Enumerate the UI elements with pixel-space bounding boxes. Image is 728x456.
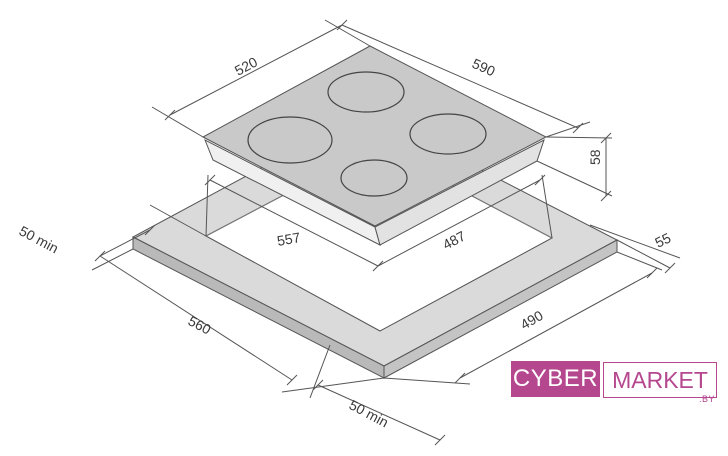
dim-line-490: [459, 272, 653, 379]
label-worktop-width: 560: [186, 313, 214, 338]
ext-line-557-a: [205, 174, 209, 237]
logo-market: MARKET: [603, 362, 717, 398]
label-worktop-thickness: 55: [652, 229, 673, 250]
cybermarket-logo: CYBER MARKET .BY: [511, 361, 717, 404]
ext-line-58-a: [545, 136, 613, 139]
label-cutout-width: 557: [276, 229, 302, 249]
label-hob-depth: 520: [232, 53, 260, 78]
label-hob-width: 590: [470, 55, 498, 79]
ext-line-560-a: [91, 248, 134, 271]
dim-line-520: [169, 24, 343, 116]
ext-line-50-left: [149, 204, 207, 237]
burner-left: [247, 116, 333, 164]
logo-domain: .BY: [698, 394, 715, 404]
dim-line-55: [616, 239, 671, 269]
dim-line-590: [341, 24, 579, 129]
ext-line-490-b: [616, 251, 663, 271]
burner-right: [409, 113, 487, 155]
ext-line-55: [589, 224, 681, 259]
ext-line-560-b: [281, 377, 385, 393]
ext-line-487-b: [541, 174, 553, 239]
label-worktop-front-margin: 50 min: [347, 397, 392, 431]
ext-line-520-a: [151, 106, 204, 138]
label-worktop-side-margin: 50 min: [17, 223, 62, 257]
dim-line-50min-front: [317, 384, 441, 441]
label-hob-height: 58: [587, 149, 603, 165]
dim-line-487: [377, 179, 541, 267]
dim-line-557: [209, 179, 379, 267]
dim-line-560: [99, 255, 293, 381]
ext-line-520-b: [324, 19, 371, 47]
dim-line-50min-left: [99, 229, 151, 257]
logo-cyber: CYBER: [511, 361, 600, 397]
burner-rear: [327, 71, 405, 113]
ext-line-50-front: [309, 344, 331, 399]
burner-front: [340, 159, 408, 197]
ext-line-58-b: [536, 160, 613, 197]
label-worktop-depth: 490: [518, 307, 546, 333]
ext-line-590-b: [545, 121, 591, 138]
